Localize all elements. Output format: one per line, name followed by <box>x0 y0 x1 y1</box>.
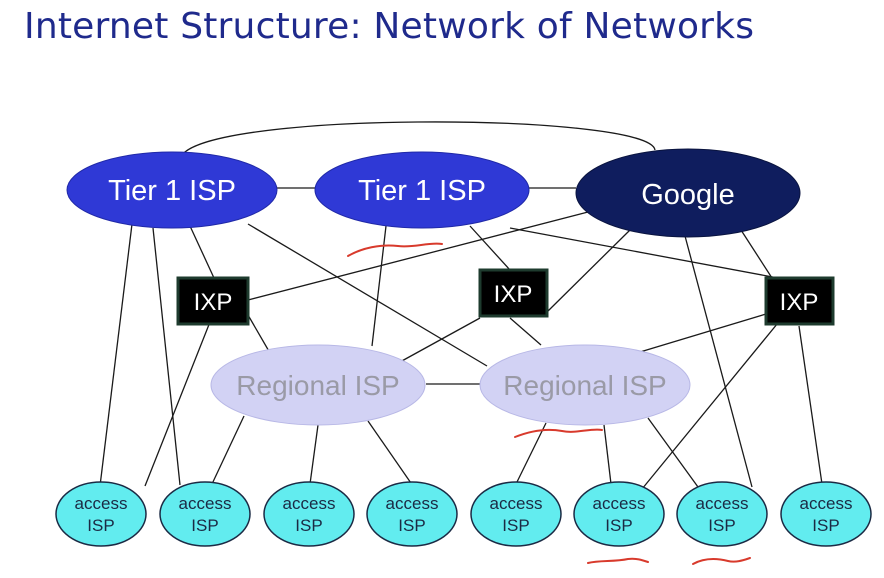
ixp-right: IXP <box>764 276 835 326</box>
access-isp-4-line2: ISP <box>398 516 425 535</box>
ixp-left: IXP <box>176 276 250 326</box>
access-isp-7-line2: ISP <box>708 516 735 535</box>
access-isp-1-line1: access <box>75 494 128 513</box>
annotation-underlines <box>347 242 751 565</box>
access-isp-6-line2: ISP <box>605 516 632 535</box>
connection-lines <box>99 121 823 490</box>
access-isp-4-line1: access <box>386 494 439 513</box>
access-isp-3-line2: ISP <box>295 516 322 535</box>
access-isp-5-line2: ISP <box>502 516 529 535</box>
access-isp-6-line1: access <box>593 494 646 513</box>
access-isp-3-line1: access <box>283 494 336 513</box>
annotation-underline-access7 <box>692 557 751 565</box>
tier1-isp-mid: Tier 1 ISP <box>314 151 530 229</box>
ixp-left-label: IXP <box>194 289 233 316</box>
access-isp-4: access ISP <box>366 481 458 547</box>
annotation-underline-access6 <box>587 557 649 564</box>
link-tier1-google-arc <box>179 121 656 161</box>
tier1-isp-left-label: Tier 1 ISP <box>108 175 236 207</box>
access-isp-3: access ISP <box>263 481 355 547</box>
access-isp-1-line2: ISP <box>87 516 114 535</box>
ixp-right-label: IXP <box>780 289 819 316</box>
regional-isp-left-label: Regional ISP <box>236 370 399 401</box>
regional-isp-right: Regional ISP <box>479 344 691 426</box>
tier1-isp-left: Tier 1 ISP <box>66 151 278 229</box>
access-isp-8: access ISP <box>780 481 872 547</box>
google-network: Google <box>575 148 801 238</box>
access-isp-1: access ISP <box>55 481 147 547</box>
access-isp-5: access ISP <box>470 481 562 547</box>
ixp-mid: IXP <box>478 268 549 318</box>
access-isp-8-line1: access <box>800 494 853 513</box>
ixp-mid-label: IXP <box>494 281 533 308</box>
google-label: Google <box>641 179 735 211</box>
page-title: Internet Structure: Network of Networks <box>24 6 755 47</box>
access-isps: access ISP access ISP access ISP access … <box>55 481 872 547</box>
access-isp-5-line1: access <box>490 494 543 513</box>
annotation-underline-tier1 <box>347 242 443 257</box>
annotation-underline-regional <box>514 428 603 438</box>
access-isp-7-line1: access <box>696 494 749 513</box>
regional-isp-left: Regional ISP <box>210 344 426 426</box>
regional-isp-right-label: Regional ISP <box>503 370 666 401</box>
access-isp-2-line2: ISP <box>191 516 218 535</box>
access-isp-2-line1: access <box>179 494 232 513</box>
tier1-isp-mid-label: Tier 1 ISP <box>358 175 486 207</box>
access-isp-8-line2: ISP <box>812 516 839 535</box>
access-isp-7: access ISP <box>676 481 768 547</box>
access-isp-6: access ISP <box>573 481 665 547</box>
access-isp-2: access ISP <box>159 481 251 547</box>
